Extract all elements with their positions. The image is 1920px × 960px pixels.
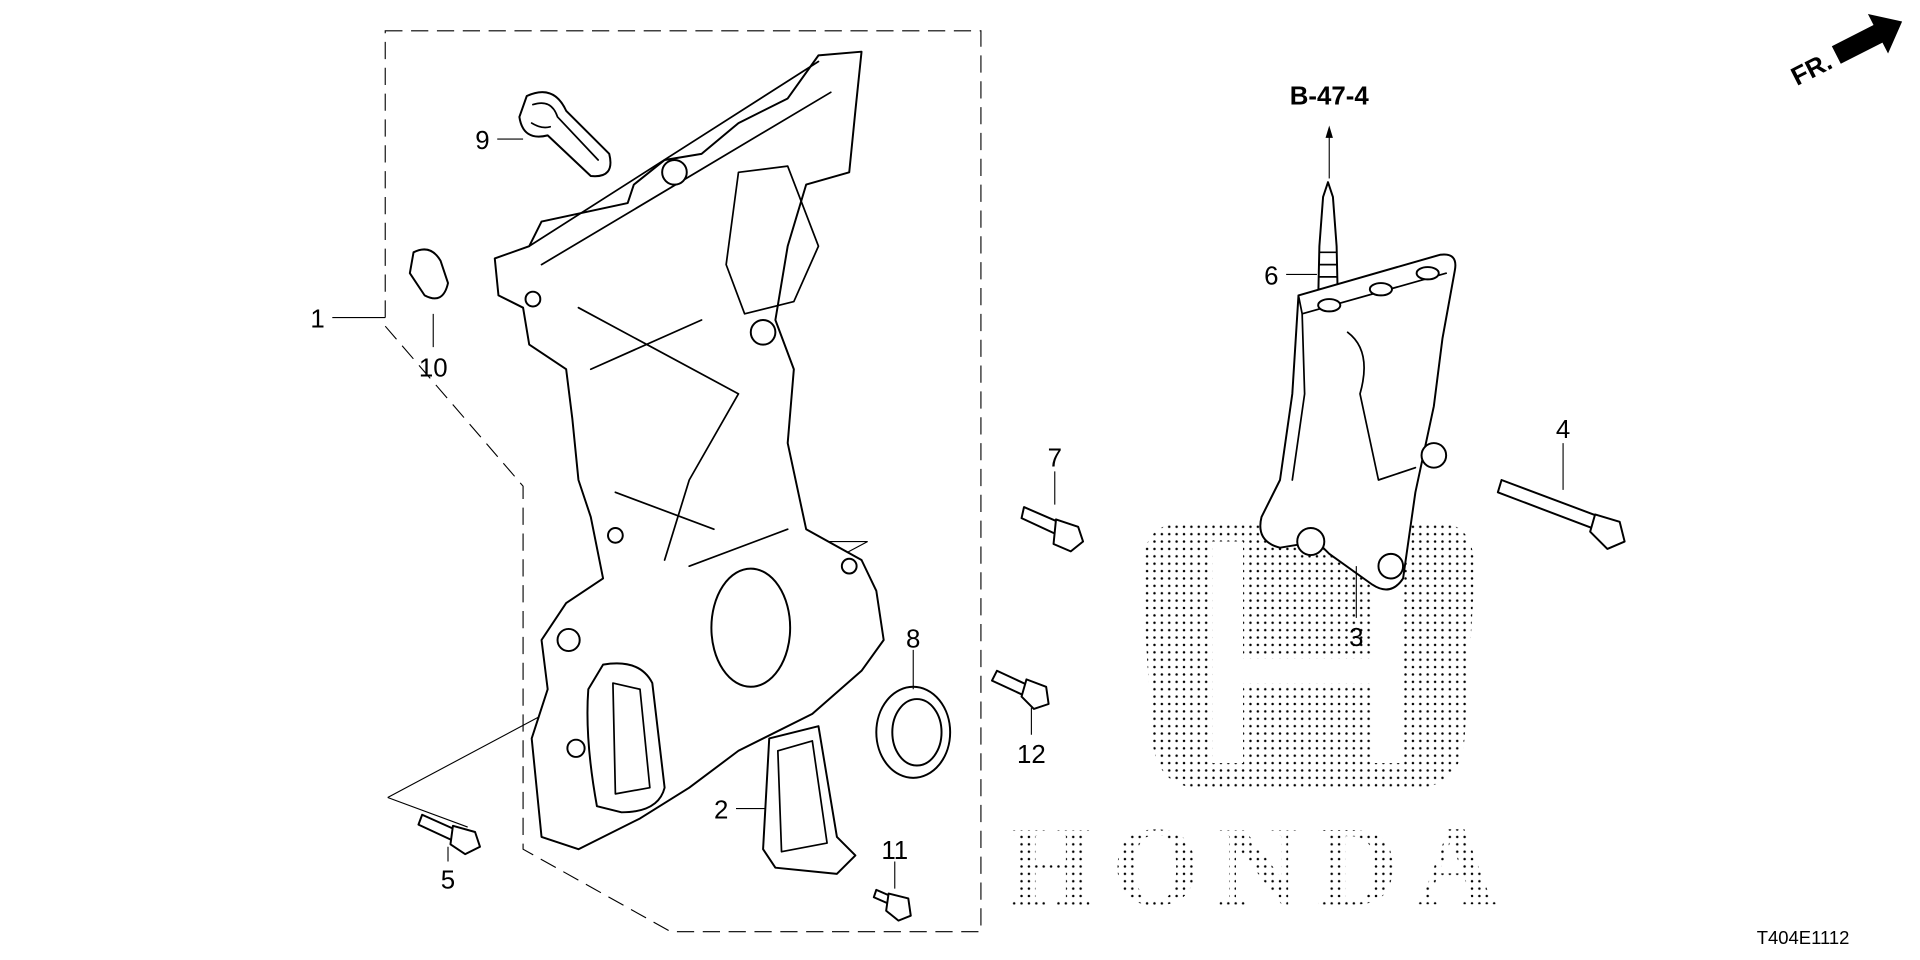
callout-8: 8 bbox=[906, 625, 920, 653]
reference-link-b-47-4[interactable]: B-47-4 bbox=[1290, 83, 1370, 179]
drawing-code: T404E1112 bbox=[1757, 927, 1850, 948]
callout-6: 6 bbox=[1264, 262, 1278, 290]
front-arrow-icon bbox=[1831, 14, 1903, 64]
bolt-part-5 bbox=[417, 813, 481, 856]
gasket-part-10 bbox=[408, 248, 449, 300]
gasket-plate-part-2 bbox=[762, 725, 857, 875]
bolt-part-7 bbox=[1020, 506, 1085, 553]
assembly-boundary bbox=[384, 30, 982, 933]
front-label: FR. bbox=[1787, 48, 1837, 92]
callout-11: 11 bbox=[881, 837, 908, 865]
arrow-up-icon bbox=[1325, 125, 1333, 138]
oil-seal-part-8 bbox=[875, 685, 952, 779]
honda-logo-watermark: HONDA bbox=[1007, 523, 1515, 930]
callout-4: 4 bbox=[1556, 416, 1570, 444]
callout-9: 9 bbox=[475, 127, 489, 155]
callout-3: 3 bbox=[1349, 624, 1363, 652]
chain-case-cover bbox=[493, 50, 885, 851]
bolt-part-11 bbox=[872, 888, 912, 922]
front-direction-indicator: FR. bbox=[1787, 14, 1903, 92]
bolt-part-12 bbox=[991, 669, 1050, 710]
honda-h-mark bbox=[1142, 523, 1475, 788]
bolt-part-4 bbox=[1496, 479, 1626, 550]
callout-10: 10 bbox=[419, 355, 448, 383]
honda-wordmark: HONDA bbox=[1007, 805, 1515, 930]
callout-2: 2 bbox=[714, 796, 728, 824]
callout-leaders bbox=[332, 138, 1564, 889]
callout-7: 7 bbox=[1048, 444, 1062, 472]
callout-5: 5 bbox=[441, 867, 455, 895]
bracket-part-3 bbox=[1259, 253, 1457, 591]
gasket-part-9 bbox=[518, 91, 612, 178]
callout-1: 1 bbox=[310, 305, 324, 333]
callout-12: 12 bbox=[1017, 741, 1046, 769]
reference-label[interactable]: B-47-4 bbox=[1290, 83, 1370, 111]
